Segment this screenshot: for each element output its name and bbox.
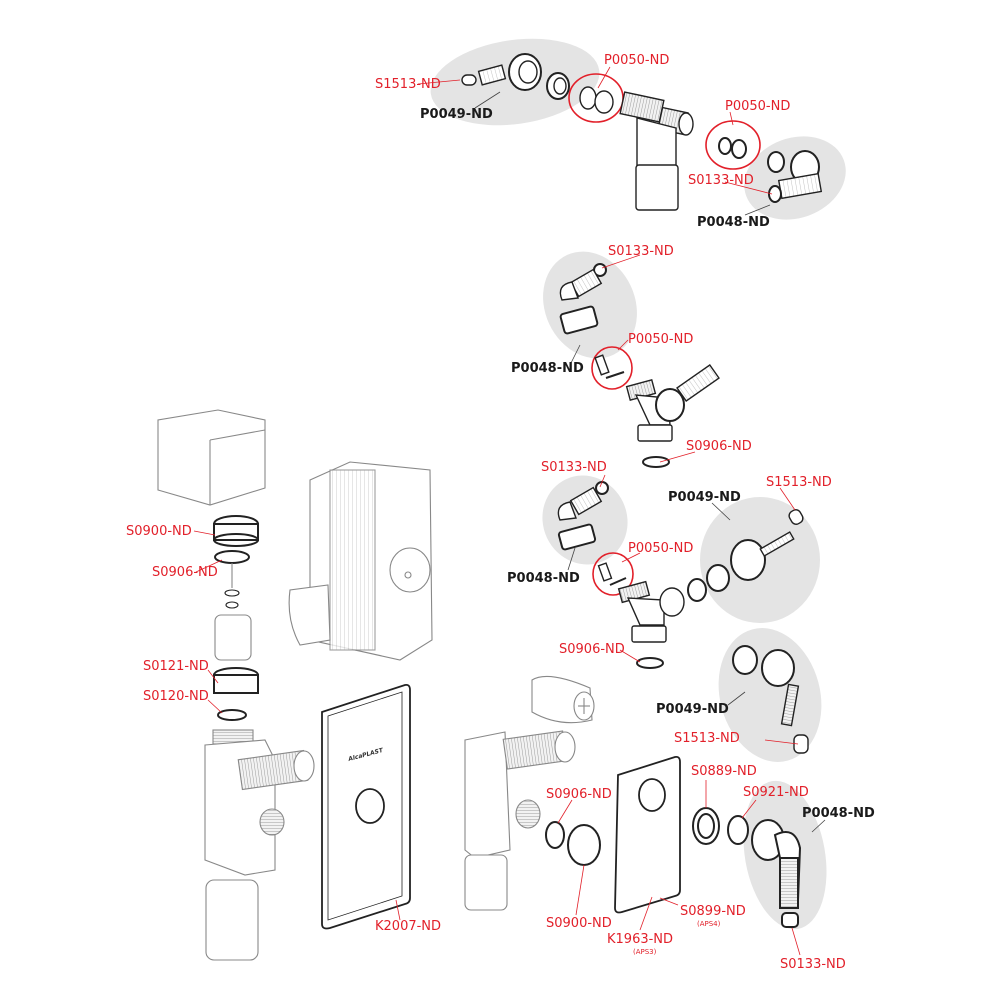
label-s0906-mid2: S0906-ND <box>559 642 625 657</box>
part-s0133-mid2 <box>595 481 609 495</box>
label-p0050-top-b: P0050-ND <box>725 99 791 114</box>
part-s1513-low <box>793 734 809 754</box>
part-s0133-right <box>781 912 799 928</box>
label-p0048-right: P0048-ND <box>802 806 875 821</box>
part-p0049-hose <box>477 64 507 86</box>
label-s1513-mid2: S1513-ND <box>766 475 832 490</box>
label-s0921: S0921-ND <box>743 785 809 800</box>
k2007-hole <box>355 788 385 824</box>
label-s0133-mid2: S0133-ND <box>541 460 607 475</box>
label-s0899-note: (APS4) <box>697 920 721 928</box>
label-p0050-top-a: P0050-ND <box>604 53 670 68</box>
k1963-hole <box>638 778 666 812</box>
label-s0121-left: S0121-ND <box>143 659 209 674</box>
part-siphon-body-right <box>464 731 511 859</box>
left-assembly: AlcaPLAST <box>157 409 433 961</box>
label-s0900-left: S0900-ND <box>126 524 192 539</box>
part-s0120-left <box>217 709 247 721</box>
label-s0906-right: S0906-ND <box>546 787 612 802</box>
part-s0906-mid2 <box>636 657 664 669</box>
part-s0121-left <box>213 674 259 694</box>
low-p0049-assembly <box>732 645 809 754</box>
label-p0049-low: P0049-ND <box>656 702 729 717</box>
part-s1513-mid2 <box>788 509 804 525</box>
label-p0049-top: P0049-ND <box>420 107 493 122</box>
circle-p0050-mid2 <box>592 552 634 596</box>
top-assembly <box>461 53 823 211</box>
highlight-p0048-mid2 <box>542 475 628 565</box>
mid1-assembly <box>559 263 720 468</box>
leader-lines <box>193 66 826 956</box>
label-k1963-note: (APS3) <box>633 948 657 956</box>
circle-p0050-top-b <box>705 120 761 170</box>
label-s0133-top: S0133-ND <box>688 173 754 188</box>
label-s0133-mid1: S0133-ND <box>608 244 674 259</box>
part-cover-cap <box>157 409 266 506</box>
mid2-assembly <box>557 481 804 669</box>
circle-p0050-mid1 <box>591 346 633 390</box>
right-assembly <box>464 675 802 928</box>
part-t-piece-threaded <box>619 91 665 123</box>
part-s0906-mid1 <box>642 456 670 468</box>
label-s0120-left: S0120-ND <box>143 689 209 704</box>
label-s1513-low: S1513-ND <box>674 731 740 746</box>
p0050-circles <box>568 73 761 596</box>
label-s1513-top: S1513-ND <box>375 77 441 92</box>
part-p0049-nut <box>508 53 542 91</box>
label-p0050-mid2: P0050-ND <box>628 541 694 556</box>
label-s0906-mid1: S0906-ND <box>686 439 752 454</box>
label-k2007: K2007-ND <box>375 919 442 934</box>
label-s0889: S0889-ND <box>691 764 757 779</box>
label-p0048-mid1: P0048-ND <box>511 361 584 376</box>
part-s0906-right <box>545 821 565 849</box>
part-s0921 <box>727 815 749 845</box>
part-s1513-top <box>461 74 477 86</box>
part-k1963-plate <box>614 755 681 914</box>
label-p0050-mid1: P0050-ND <box>628 332 694 347</box>
part-s0133-top <box>768 185 782 203</box>
label-k1963: K1963-ND <box>607 932 674 947</box>
part-k2007-plate <box>321 683 411 930</box>
label-p0049-mid2: P0049-ND <box>668 490 741 505</box>
label-p0048-top: P0048-ND <box>697 215 770 230</box>
part-s0900-right <box>567 824 601 866</box>
highlight-p0049-low <box>718 628 822 762</box>
label-s0906-left: S0906-ND <box>152 565 218 580</box>
part-t-piece-sleeve <box>635 164 679 211</box>
label-s0133-right: S0133-ND <box>780 957 846 972</box>
label-p0048-mid2: P0048-ND <box>507 571 580 586</box>
label-s0899: S0899-ND <box>680 904 746 919</box>
label-s0900-right: S0900-ND <box>546 916 612 931</box>
